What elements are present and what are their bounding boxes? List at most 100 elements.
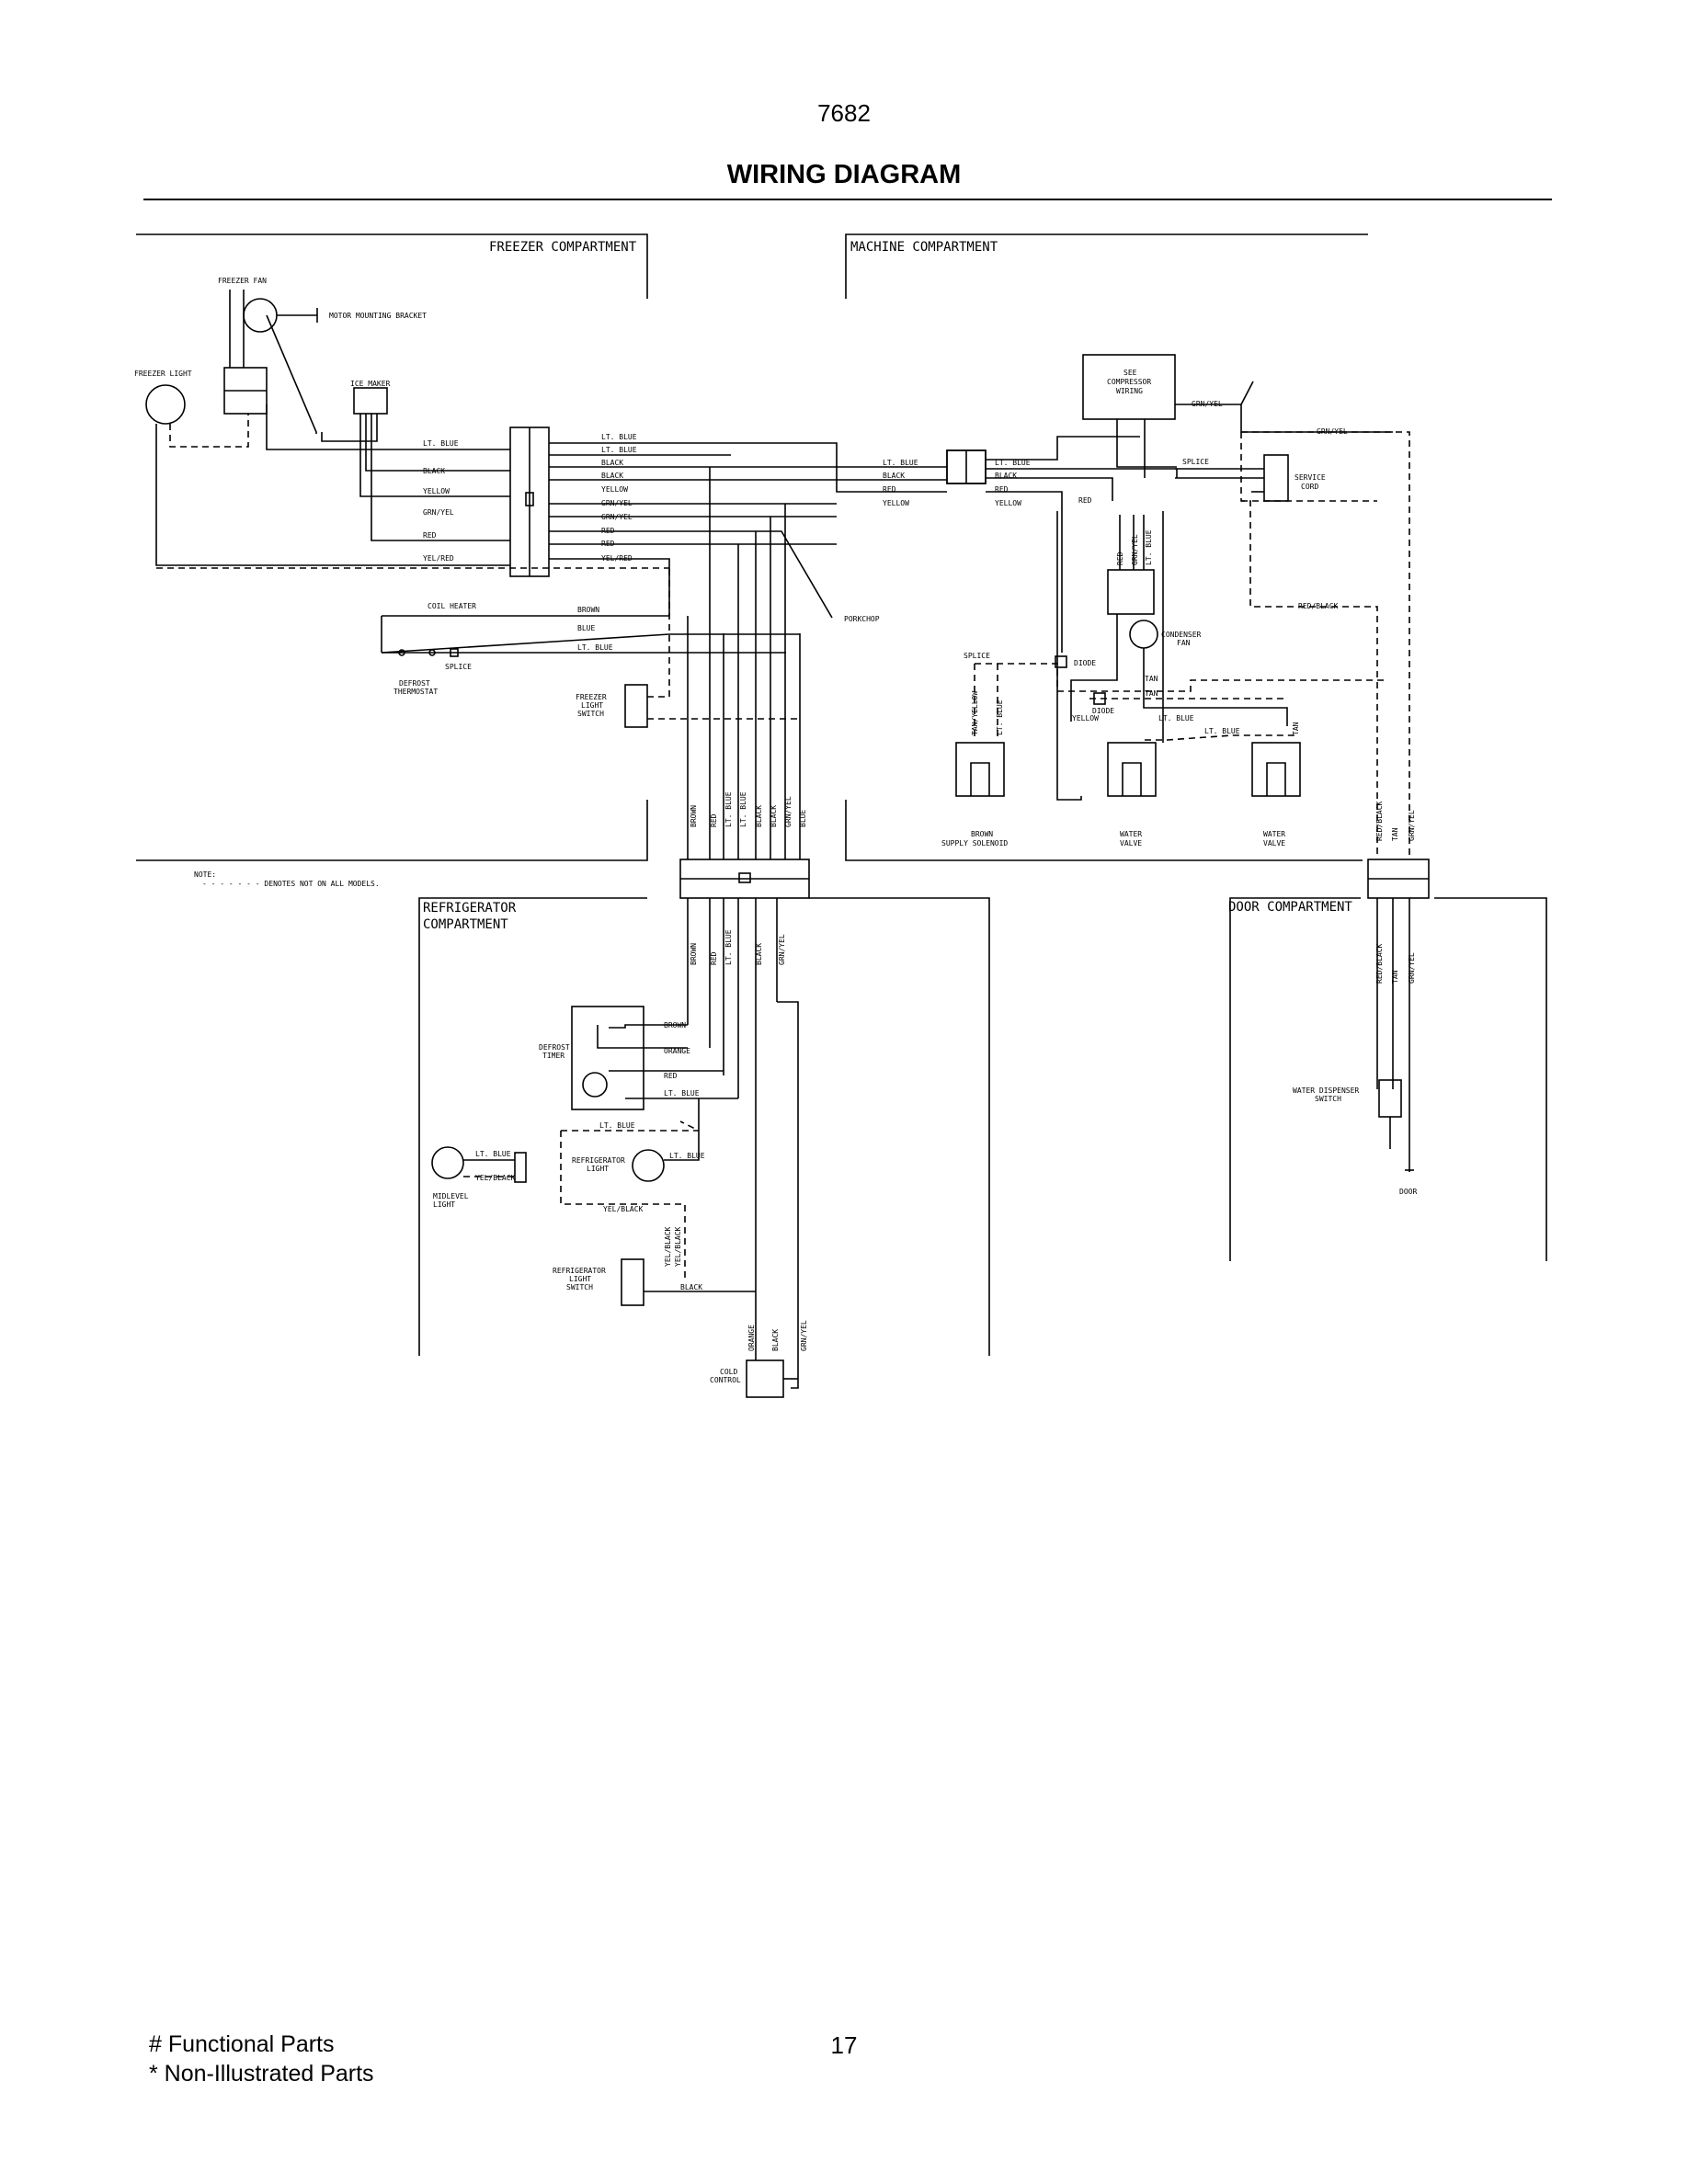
- dtrunk-grnyel: GRN/YEL: [1408, 952, 1416, 984]
- cold-control-label-1: COLD: [720, 1368, 737, 1376]
- compressor-box: [1082, 354, 1176, 420]
- mtrunk-ltblue-2: LT. BLUE: [1145, 529, 1153, 565]
- wire-red-3: RED: [601, 540, 615, 548]
- freezer-frame-top: [136, 233, 648, 299]
- door-frame-right: [1434, 897, 1547, 1261]
- wire-black-m1: BLACK: [883, 472, 905, 480]
- service-cord-label-1: SERVICE: [1295, 473, 1326, 482]
- trunk-ltblue-1: LT. BLUE: [724, 791, 733, 827]
- splice-label: SPLICE: [445, 663, 472, 671]
- condenser-fan-bracket: [1107, 569, 1155, 615]
- rtrunk-black: BLACK: [755, 943, 763, 965]
- compressor-label-2: COMPRESSOR: [1107, 378, 1151, 386]
- diode-label-1: DIODE: [1074, 659, 1096, 667]
- wire-orange-r1: ORANGE: [664, 1047, 690, 1055]
- wire-yellow-1: YELLOW: [423, 487, 450, 495]
- mtrunk-redblack: RED/BLACK: [1375, 801, 1384, 841]
- rtrunk-orange: ORANGE: [747, 1325, 756, 1351]
- motor-bracket-label: MOTOR MOUNTING BRACKET: [329, 312, 427, 320]
- freezer-light-switch-label-1: FREEZER: [576, 693, 607, 701]
- mtrunk-tan-2: TAN: [1391, 827, 1399, 841]
- refrig-frame: [418, 897, 647, 1356]
- non-illustrated-parts-note: * Non-Illustrated Parts: [149, 2061, 374, 2087]
- note-text: - - - - - - - DENOTES NOT ON ALL MODELS.: [202, 880, 380, 888]
- rtrunk-grnyel: GRN/YEL: [778, 934, 786, 965]
- wire-black-1: BLACK: [423, 467, 445, 475]
- refrigerator-compartment-label-2: COMPARTMENT: [423, 917, 508, 932]
- trunk-ltblue-2: LT. BLUE: [739, 791, 747, 827]
- supply-solenoid: [955, 742, 1005, 797]
- mtrunk-tanyellow: TAN/YELLOW: [971, 691, 979, 735]
- condenser-fan-label-2: FAN: [1177, 639, 1191, 647]
- rtrunk-yelblack-1: YEL/BLACK: [664, 1226, 672, 1267]
- trunk-black: BLACK: [755, 805, 763, 827]
- refrigerator-light-switch: [621, 1258, 644, 1306]
- coil-heater-label: COIL HEATER: [428, 602, 476, 610]
- mtrunk-tan: TAN: [1292, 722, 1300, 735]
- refrig-light-label-2: LIGHT: [587, 1165, 609, 1173]
- midlevel-light-label-2: LIGHT: [433, 1200, 455, 1209]
- wire-ltblue-r1: LT. BLUE: [664, 1089, 700, 1098]
- wire-tan-m1: TAN: [1145, 675, 1158, 683]
- condenser-fan-motor: [1129, 620, 1158, 649]
- wire-yellow-m3: YELLOW: [1072, 714, 1099, 722]
- wire-grnyel-2: GRN/YEL: [601, 499, 633, 507]
- diode-label-2: DIODE: [1092, 707, 1114, 715]
- wire-ltblue-4: LT. BLUE: [577, 643, 613, 652]
- defrost-timer: [571, 1006, 644, 1110]
- freezer-frame-bottom: [136, 800, 648, 861]
- wire-red-m2: RED: [995, 485, 1009, 494]
- refrigerator-light-bulb: [632, 1149, 665, 1182]
- refrigerator-compartment-label-1: REFRIGERATOR: [423, 901, 517, 916]
- refrig-switch-label-3: SWITCH: [566, 1283, 593, 1291]
- freezer-fan-label: FREEZER FAN: [218, 277, 267, 285]
- water-dispenser-label-1: WATER DISPENSER: [1293, 1086, 1359, 1095]
- wire-black-2: BLACK: [601, 459, 623, 467]
- defrost-thermostat-label-2: THERMOSTAT: [393, 688, 438, 696]
- machine-frame-top: [845, 233, 1368, 299]
- wire-ltblue-r2: LT. BLUE: [599, 1121, 635, 1130]
- wire-ltblue-m1: LT. BLUE: [883, 459, 918, 467]
- document-number: 7682: [817, 99, 871, 127]
- rtrunk-brown: BROWN: [690, 943, 698, 965]
- dtrunk-tan: TAN: [1391, 970, 1399, 984]
- supply-solenoid-label-1: BROWN: [971, 830, 993, 838]
- wire-brown-r1: BROWN: [664, 1021, 686, 1029]
- mtrunk-red: RED: [1116, 552, 1124, 565]
- wire-yelred-1: YEL/RED: [423, 554, 454, 563]
- rtrunk-grnyel-2: GRN/YEL: [800, 1320, 808, 1351]
- page-title: WIRING DIAGRAM: [726, 160, 962, 189]
- water-valve-2-label-1: WATER: [1263, 830, 1285, 838]
- wire-yelblack-r2: YEL/BLACK: [603, 1205, 644, 1213]
- wire-black-3: BLACK: [601, 472, 623, 480]
- condenser-fan-label-1: CONDENSER: [1161, 631, 1202, 639]
- compressor-label-1: SEE: [1123, 369, 1137, 377]
- wire-grnyel-3: GRN/YEL: [601, 513, 633, 521]
- dtrunk-redblack: RED/BLACK: [1375, 943, 1384, 984]
- trunk-grnyel: GRN/YEL: [784, 796, 793, 827]
- mtrunk-grnyel: GRN/YEL: [1131, 534, 1139, 565]
- refrig-light-label-1: REFRIGERATOR: [572, 1156, 625, 1165]
- wire-tan-m2: TAN: [1145, 689, 1158, 698]
- wire-black-r1: BLACK: [680, 1283, 702, 1291]
- wire-grnyel-1: GRN/YEL: [423, 508, 454, 517]
- note-label: NOTE:: [194, 870, 216, 879]
- water-valve-2: [1251, 742, 1301, 797]
- freezer-light-bulb: [145, 384, 186, 425]
- wire-brown-1: BROWN: [577, 606, 599, 614]
- water-dispenser-switch: [1378, 1079, 1402, 1118]
- water-valve-1-label-1: WATER: [1120, 830, 1142, 838]
- wire-red-1: RED: [423, 531, 437, 540]
- wire-black-m2: BLACK: [995, 472, 1017, 480]
- splice-machine-label: SPLICE: [1182, 458, 1209, 466]
- water-valve-1-label-2: VALVE: [1120, 839, 1142, 847]
- page-number: 17: [830, 2031, 858, 2059]
- machine-frame-bottom: [845, 800, 1363, 861]
- functional-parts-note: # Functional Parts: [149, 2031, 335, 2057]
- wire-ltblue-r4: LT. BLUE: [669, 1152, 705, 1160]
- cold-control: [746, 1359, 784, 1398]
- rtrunk-black-2: BLACK: [771, 1329, 780, 1351]
- wire-red-2: RED: [601, 527, 615, 535]
- water-valve-2-label-2: VALVE: [1263, 839, 1285, 847]
